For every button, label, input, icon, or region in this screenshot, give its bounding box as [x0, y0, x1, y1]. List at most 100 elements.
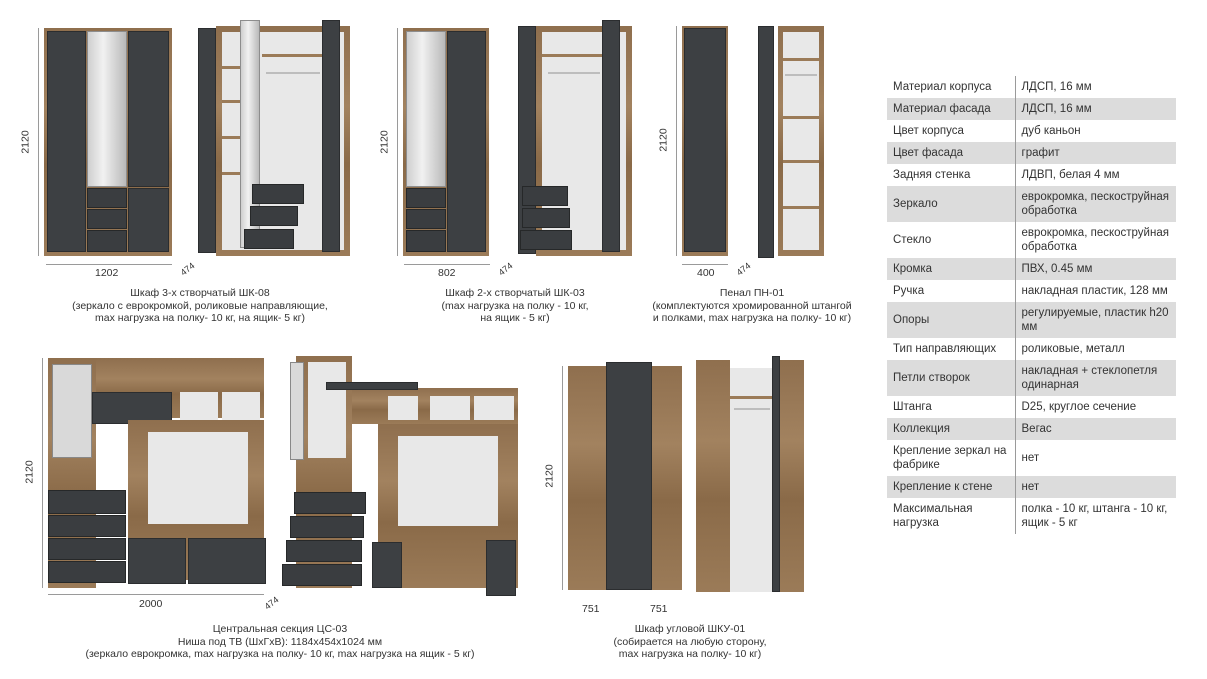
- cs03-tv-niche: [148, 432, 248, 524]
- shku01-rod: [734, 408, 770, 410]
- cs03-lower-door: [188, 538, 266, 584]
- cs03-open-lower-door: [372, 542, 402, 588]
- spec-value: еврокромка, пескоструйная обработка: [1015, 186, 1176, 222]
- shku01-width-b: 751: [650, 603, 668, 615]
- spec-label: Опоры: [887, 302, 1016, 338]
- spec-value: еврокромка, пескоструйная обработка: [1021, 227, 1169, 253]
- pn01-caption: Пенал ПН-01 (комплектуются хромированной…: [652, 287, 852, 324]
- cs03-glass-door: [52, 364, 92, 458]
- pn01-shelf: [783, 116, 819, 119]
- shku01-open-door: [772, 356, 780, 592]
- spec-value: нет: [1021, 452, 1040, 464]
- spec-value: графит: [1015, 142, 1176, 164]
- shk03-mirror: [406, 31, 446, 187]
- cs03-open-drawer: [286, 540, 362, 562]
- pn01-open-inside: [783, 32, 819, 250]
- spec-value: Вегас: [1015, 418, 1176, 440]
- spec-label: Кромка: [887, 258, 1016, 280]
- spec-label: Тип направляющих: [887, 338, 1016, 360]
- shku01-open-inside: [730, 368, 774, 592]
- cs03-top-flap: [92, 392, 172, 424]
- spec-value: накладная пластик, 128 мм: [1021, 285, 1168, 297]
- shk08-open-door: [198, 28, 216, 253]
- spec-label: Материал корпуса: [887, 76, 1016, 98]
- spec-value: регулируемые, пластик h20 мм: [1015, 302, 1176, 338]
- shk08-drawer: [87, 230, 127, 252]
- shk08-open-door-right: [322, 20, 340, 252]
- cs03-width: 2000: [139, 598, 163, 610]
- shk03-height: 2120: [378, 130, 391, 154]
- spec-label: Зеркало: [887, 186, 1016, 222]
- shk03-open-door-right: [602, 20, 620, 252]
- shk08-caption: Шкаф 3-х створчатый ШК-08 (зеркало с евр…: [72, 287, 328, 324]
- shk03-depth: 474: [496, 260, 515, 278]
- shk08-open-drawer: [244, 229, 294, 249]
- shk03-drawer: [406, 188, 446, 208]
- pn01-door: [684, 28, 726, 252]
- shk08-door-lower: [128, 188, 169, 252]
- pn01-shelf: [783, 206, 819, 209]
- spec-value: D25, круглое сечение: [1021, 401, 1137, 413]
- cs03-top-niche: [180, 392, 218, 422]
- spec-label: Материал фасада: [887, 98, 1016, 120]
- spec-row: Штанга D25, круглое сечение: [887, 396, 1176, 418]
- shku01-door: [606, 362, 652, 590]
- spec-value: ПВХ, 0.45 мм: [1015, 258, 1176, 280]
- cs03-top-niche: [222, 392, 260, 422]
- spec-label: Цвет фасада: [887, 142, 1016, 164]
- cs03-height: 2120: [23, 460, 36, 484]
- spec-value: нет: [1015, 476, 1176, 498]
- cs03-drawer: [48, 561, 126, 583]
- shku01-height-line: [562, 366, 563, 590]
- spec-value: роликовые, металл: [1021, 343, 1125, 355]
- cs03-open-inside: [308, 362, 346, 458]
- cs03-open-flap: [326, 382, 418, 390]
- shk08-drawer: [87, 209, 127, 229]
- spec-table-body: Материал корпуса ЛДСП, 16 мм Материал фаса…: [887, 76, 1176, 534]
- spec-label: Ручка: [887, 280, 1016, 302]
- shk03-shelf: [542, 54, 602, 57]
- shk03-rod: [548, 72, 600, 74]
- pn01-depth: 474: [734, 260, 753, 278]
- shk08-width: 1202: [95, 267, 119, 279]
- shk03-caption: Шкаф 2-х створчатый ШК-03 (max нагрузка …: [441, 287, 589, 324]
- shk08-shelf: [222, 136, 240, 139]
- shku01-body-right: [652, 366, 682, 590]
- spec-value: ЛДСП, 16 мм: [1021, 81, 1092, 93]
- shk08-width-line: [46, 264, 172, 265]
- pn01-shelf: [783, 160, 819, 163]
- shk03-width: 802: [438, 267, 456, 279]
- pn01-shelf: [783, 58, 819, 61]
- shk08-shelf: [222, 100, 240, 103]
- spec-row: Тип направляющих роликовые, металл: [887, 338, 1176, 360]
- shk08-height-line: [38, 28, 39, 256]
- pn01-width: 400: [697, 267, 715, 279]
- shku01-body-left: [568, 366, 606, 590]
- shk03-door: [447, 31, 486, 252]
- spec-label: Задняя стенка: [887, 164, 1016, 186]
- spec-label: Штанга: [887, 396, 1016, 418]
- shk03-open-drawer: [522, 208, 570, 228]
- spec-label: Цвет корпуса: [887, 120, 1016, 142]
- cs03-depth: 474: [262, 594, 281, 612]
- cs03-open-niche: [474, 396, 514, 420]
- cs03-open-lower-door: [486, 540, 516, 596]
- cs03-drawer: [48, 490, 126, 514]
- spec-label: Коллекция: [887, 418, 1016, 440]
- pn01-height: 2120: [657, 128, 670, 152]
- cs03-open-drawer: [290, 516, 364, 538]
- shk08-open-drawer: [250, 206, 298, 226]
- shku01-caption: Шкаф угловой ШКУ-01 (собирается на любую…: [613, 623, 767, 660]
- cs03-open-glass: [290, 362, 304, 460]
- shk03-open-drawer: [522, 186, 568, 206]
